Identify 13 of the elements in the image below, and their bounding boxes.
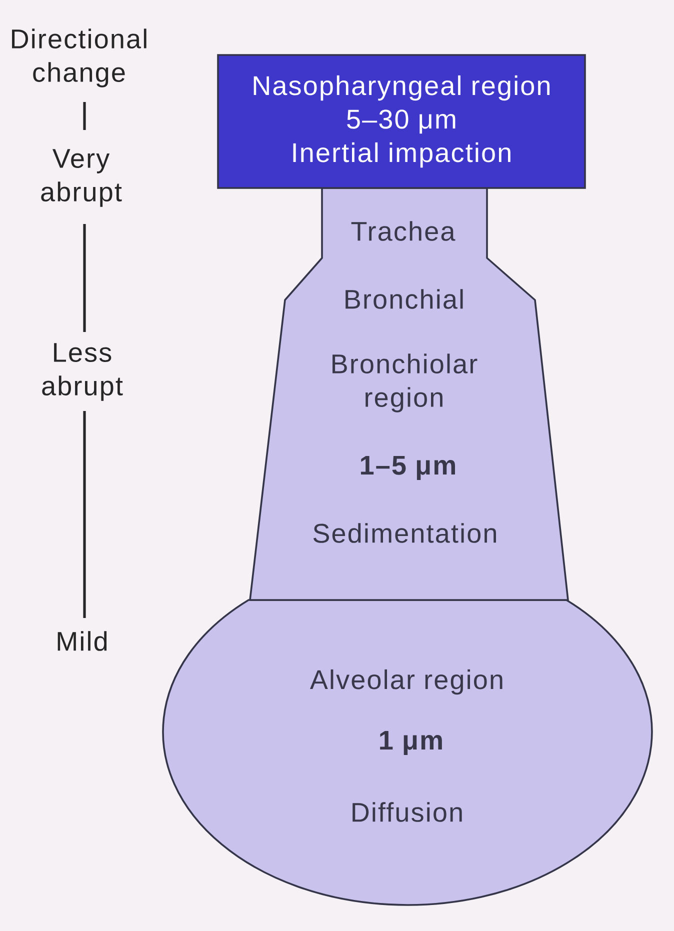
region-label: Bronchiolar region [332,354,478,412]
mechanism-label: Sedimentation [313,523,496,543]
region-box: Nasopharyngeal region 5–30 μm Inertial impaction [217,54,586,189]
particle-size-label: 1–5 μm [361,456,455,480]
scale-label: Directional change [12,28,146,88]
region-label: Alveolar region [310,669,502,695]
particle-size-label: 1 μm [380,730,442,756]
scale-label: Mild [58,631,107,651]
region-label: Bronchial [346,289,463,309]
scale-label: Less abrupt [42,343,123,401]
scale-label: Very abrupt [41,149,122,207]
mechanism-label: Diffusion [352,802,462,822]
region-label: Trachea [351,221,456,241]
